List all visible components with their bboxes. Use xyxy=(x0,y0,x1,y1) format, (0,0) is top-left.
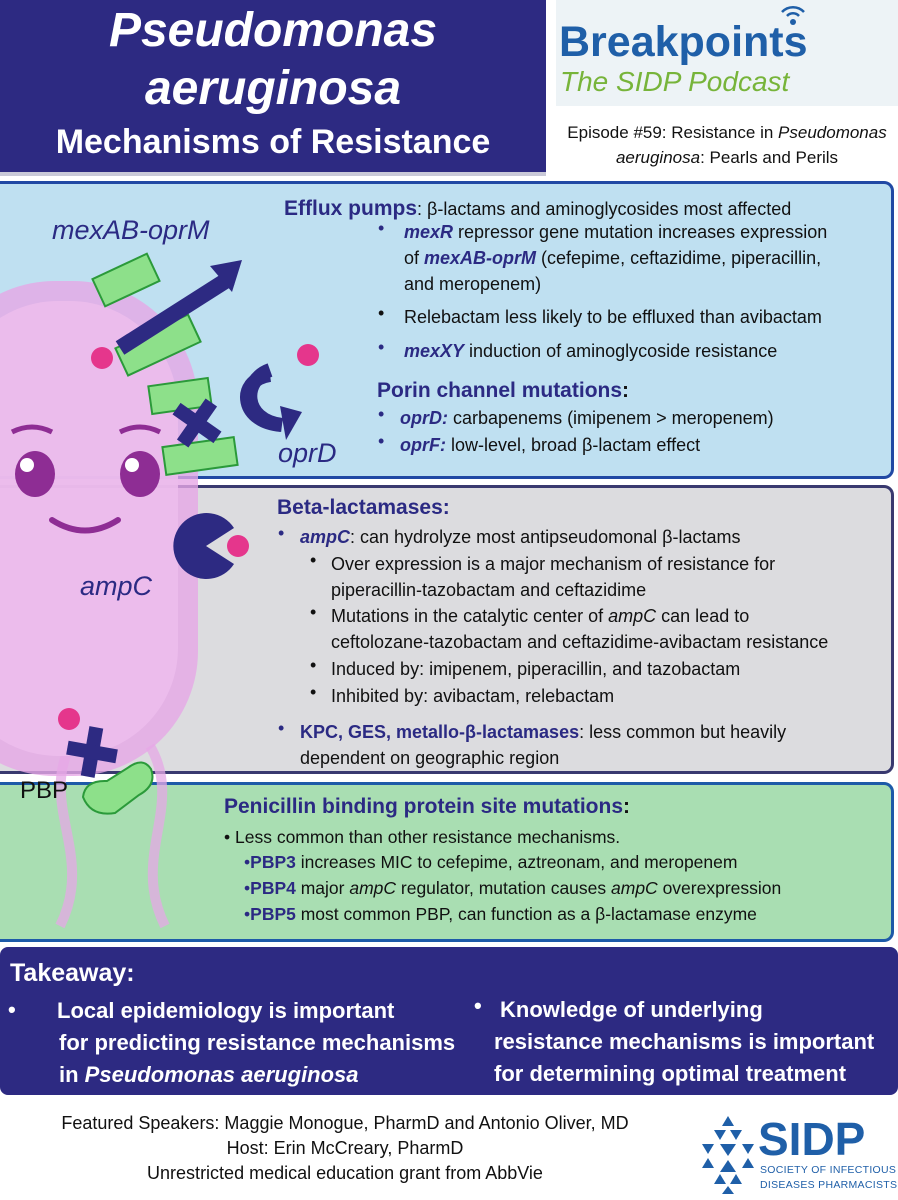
broadcast-signal-icon xyxy=(781,5,805,25)
label-mexab-oprm: mexAB-oprM xyxy=(52,215,210,245)
mexr-line3: and meropenem) xyxy=(404,274,542,294)
pbp5-line: •PBP5 most common PBP, can function as a… xyxy=(244,904,757,924)
title-banner: Pseudomonas aeruginosa Mechanisms of Res… xyxy=(0,0,546,176)
title-species: aeruginosa xyxy=(144,62,402,115)
bullet-dot-icon: • xyxy=(378,404,385,424)
sidp-star-icon xyxy=(702,1116,754,1194)
efflux-heading: Efflux pumps: β-lactams and aminoglycosi… xyxy=(284,197,792,220)
label-ampc: ampC xyxy=(80,571,153,601)
breakpoints-logo: Breakpoints The SIDP Podcast xyxy=(556,0,898,106)
inhibited-line: Inhibited by: avibactam, relebactam xyxy=(331,686,615,706)
label-pbp: PBP xyxy=(20,777,69,804)
bacterium-illustration xyxy=(0,281,198,929)
bullet-dot-icon: • xyxy=(378,303,385,323)
host-credit: Host: Erin McCreary, PharmD xyxy=(226,1138,464,1158)
podcast-subtitle: The SIDP Podcast xyxy=(560,66,790,97)
label-oprd: oprD xyxy=(278,438,337,468)
bullet-dot-icon: • xyxy=(474,993,482,1018)
kpc-line1: KPC, GES, metallo-β-lactamases: less com… xyxy=(300,722,787,742)
beta-heading: Beta-lactamases: xyxy=(277,496,450,519)
takeaway-heading: Takeaway: xyxy=(10,959,135,987)
pbp-diagram xyxy=(58,708,154,815)
takeaway-left-line1: Local epidemiology is important xyxy=(57,998,395,1023)
breakpoints-wordmark: Breakpoints xyxy=(559,18,808,66)
bullet-dot-icon: • xyxy=(310,550,317,570)
bullet-dot-icon: • xyxy=(278,718,285,738)
mutation-line1: Mutations in the catalytic center of amp… xyxy=(331,606,750,626)
kpc-line2: dependent on geographic region xyxy=(300,748,560,768)
bullet-dot-icon: • xyxy=(378,218,385,238)
takeaway-panel xyxy=(0,947,898,1095)
oprf-line: oprF: low-level, broad β-lactam effect xyxy=(400,435,701,455)
bullet-dot-icon: • xyxy=(378,431,385,451)
takeaway-left-line3: in Pseudomonas aeruginosa xyxy=(59,1062,359,1087)
takeaway-right-line1: Knowledge of underlying xyxy=(500,997,763,1022)
oprd-line: oprD: carbapenems (imipenem > meropenem) xyxy=(400,408,774,428)
overexpression-line2: piperacillin-tazobactam and ceftazidime xyxy=(331,580,647,600)
takeaway-left-line2: for predicting resistance mechanisms xyxy=(59,1030,456,1055)
bullet-dot-icon: • xyxy=(310,602,317,622)
ampc-enzyme-diagram xyxy=(173,513,249,579)
featured-speakers: Featured Speakers: Maggie Monogue, Pharm… xyxy=(61,1113,629,1133)
induced-line: Induced by: imipenem, piperacillin, and … xyxy=(331,659,741,679)
footer-credits: Featured Speakers: Maggie Monogue, Pharm… xyxy=(0,1111,690,1186)
grant-credit: Unrestricted medical education grant fro… xyxy=(147,1163,543,1183)
relebactam-line: Relebactam less likely to be effluxed th… xyxy=(404,307,822,327)
mexr-line1: mexR repressor gene mutation increases e… xyxy=(404,222,828,242)
porin-heading: Porin channel mutations: xyxy=(377,379,630,402)
mexxy-line: mexXY induction of aminoglycoside resist… xyxy=(404,341,778,361)
takeaway-right-line3: for determining optimal treatment xyxy=(494,1061,847,1086)
bullet-dot-icon: • xyxy=(8,997,16,1022)
takeaway-right-line2: resistance mechanisms is important xyxy=(494,1029,875,1054)
bullet-dot-icon: • xyxy=(378,337,385,357)
sidp-tagline-2: DISEASES PHARMACISTS xyxy=(760,1179,898,1191)
pbp-heading: Penicillin binding protein site mutation… xyxy=(224,795,631,818)
pbp-intro: • Less common than other resistance mech… xyxy=(224,827,621,847)
episode-title: Episode #59: Resistance in Pseudomonas a… xyxy=(567,123,887,167)
overexpression-line1: Over expression is a major mechanism of … xyxy=(331,554,776,574)
title-genus: Pseudomonas xyxy=(108,4,438,57)
mexr-line2: of mexAB-oprM (cefepime, ceftazidime, pi… xyxy=(404,248,822,268)
bullet-dot-icon: • xyxy=(278,523,285,543)
bullet-dot-icon: • xyxy=(310,682,317,702)
bullet-dot-icon: • xyxy=(310,655,317,675)
pbp3-line: •PBP3 increases MIC to cefepime, aztreon… xyxy=(244,852,738,872)
porin-curved-arrow xyxy=(243,344,319,440)
sidp-wordmark: SIDP xyxy=(758,1113,866,1165)
mutation-line2: ceftolozane-tazobactam and ceftazidime-a… xyxy=(331,632,829,652)
pbp4-line: •PBP4 major ampC regulator, mutation cau… xyxy=(244,878,782,898)
sidp-tagline-1: SOCIETY OF INFECTIOUS xyxy=(760,1164,897,1176)
ampc-line: ampC: can hydrolyze most antipseudomonal… xyxy=(300,527,741,547)
title-subtitle: Mechanisms of Resistance xyxy=(55,123,491,161)
